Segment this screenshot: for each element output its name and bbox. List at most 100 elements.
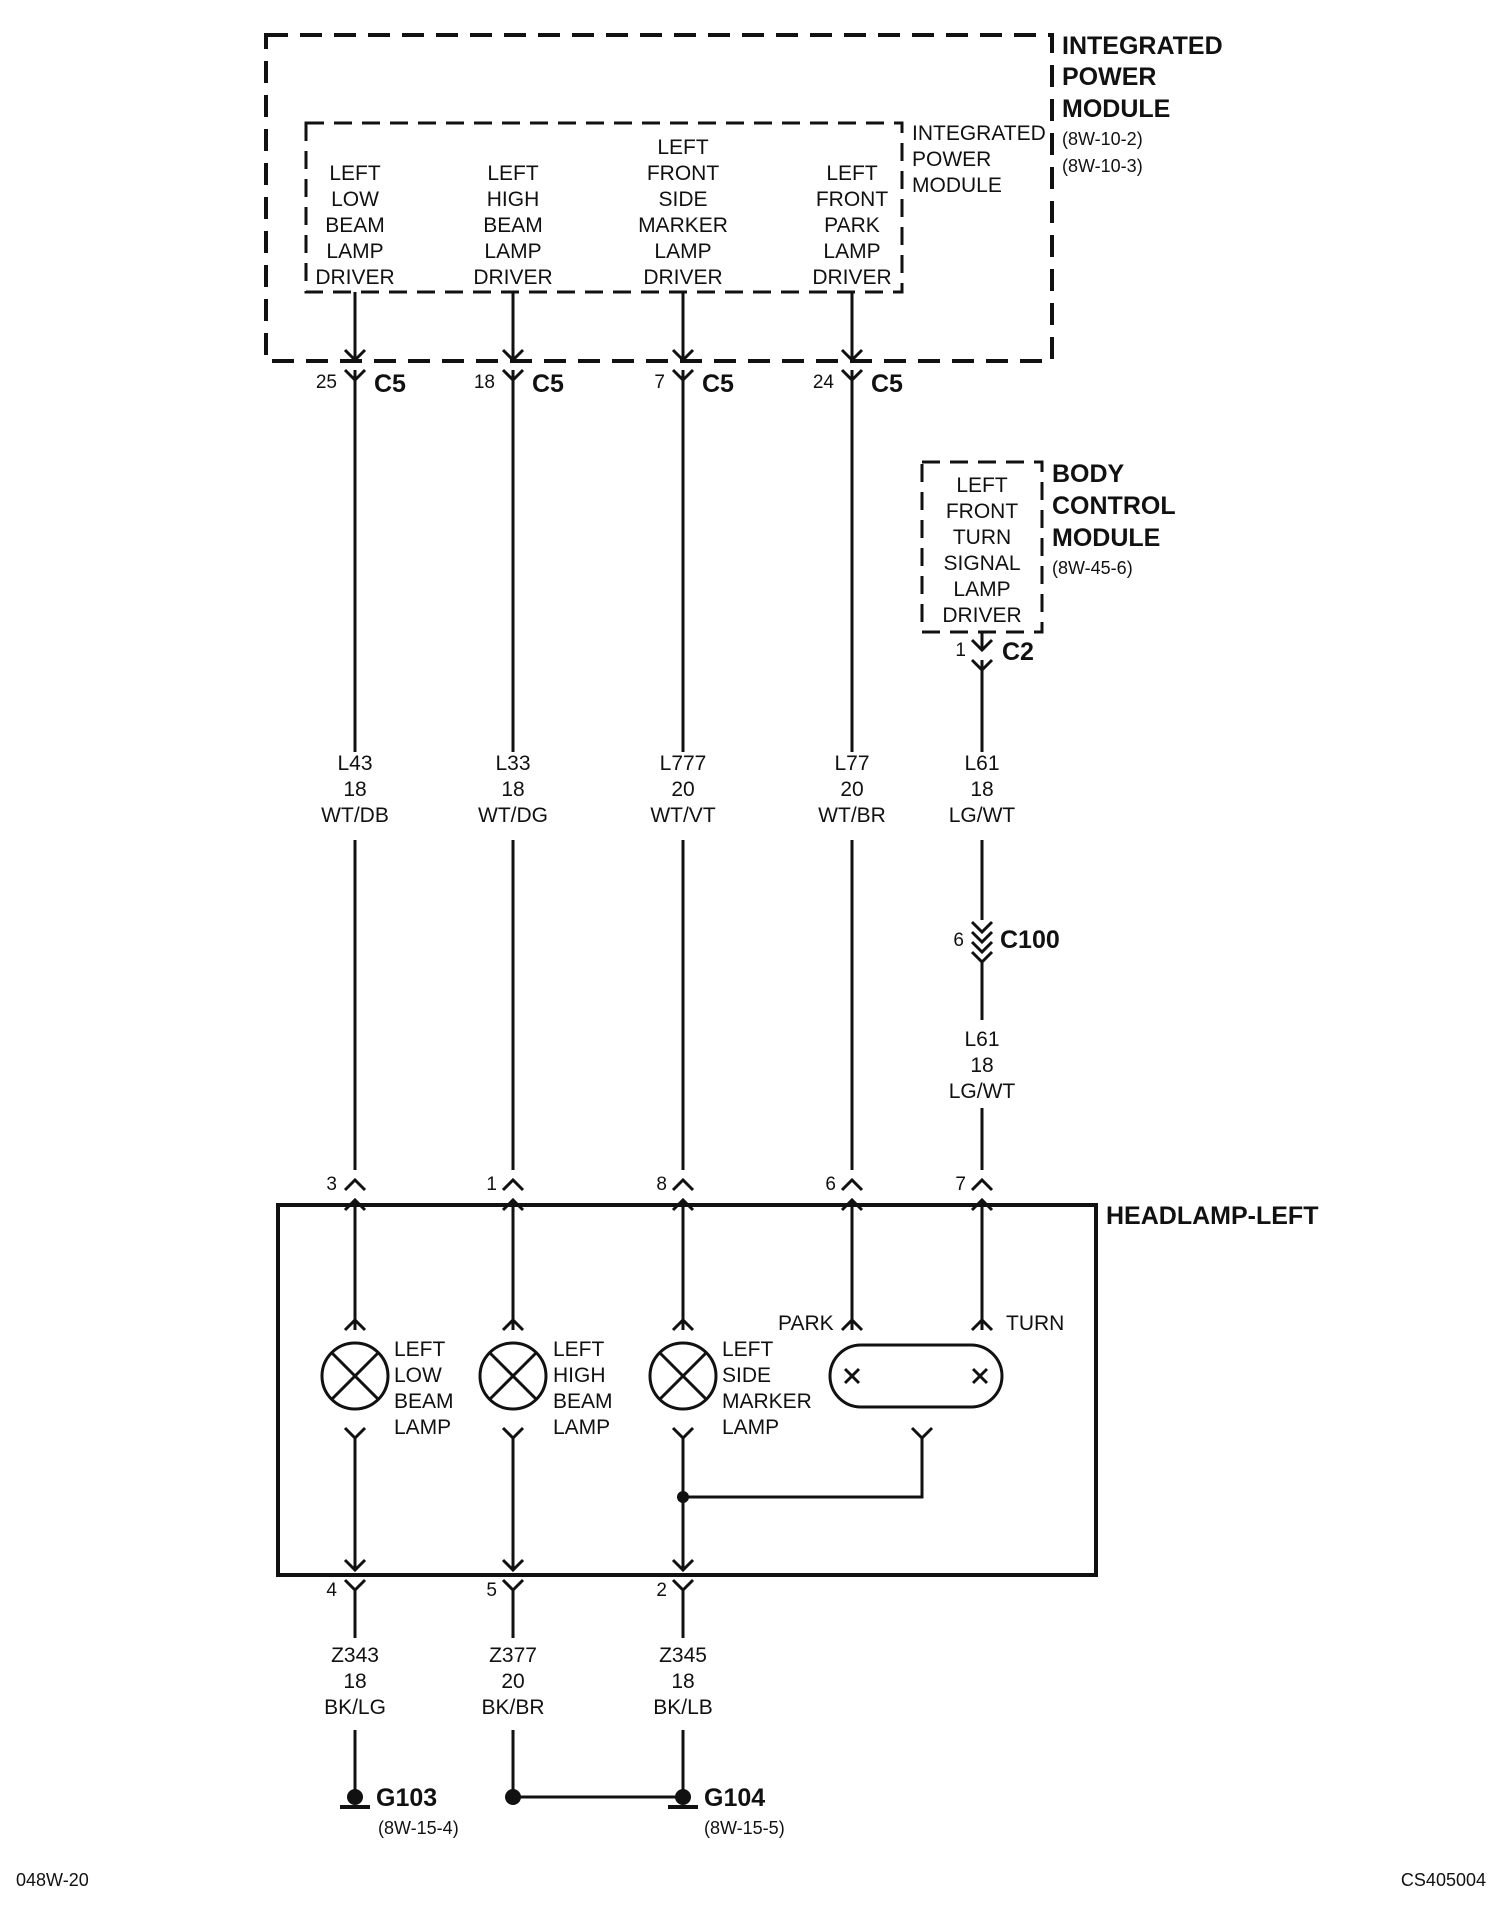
bcm-driver-label: DRIVER [942,604,1021,627]
bcm-driver-label: SIGNAL [943,552,1020,575]
c2-pin-number: 1 [955,640,966,661]
driver-label: BEAM [483,214,543,237]
lamp-label: LEFT [553,1338,605,1361]
driver-label: LEFT [487,162,539,185]
c5-pin-glyph [343,292,367,383]
wire-circuit: L61 [964,1028,999,1051]
ipm-inner-box [304,121,904,294]
c5-pin-number: 18 [474,372,495,393]
driver-side-marker: LEFT FRONT SIDE MARKER LAMP DRIVER [638,136,728,289]
wire-circuit: L777 [660,752,707,775]
c5-connector-label: C5 [532,370,564,398]
ipm-outer-box [264,33,1054,363]
c100-connector-label: C100 [1000,926,1060,954]
wire-gauge: 18 [343,778,366,801]
headlamp-top-pin-number: 3 [326,1174,337,1195]
bcm-driver-label: LEFT [956,474,1008,497]
low-beam-lamp-icon [320,1341,390,1411]
splice-dot [677,1491,689,1503]
wire-labels-upper: L43 18 WT/DB L33 18 WT/DG L777 20 WT/VT … [321,752,1015,827]
headlamp-bottom-pin-number: 4 [326,1580,337,1601]
lamp-label: SIDE [722,1364,771,1387]
driver-label: FRONT [647,162,719,185]
driver-label: DRIVER [812,266,891,289]
driver-label: SIDE [658,188,707,211]
bcm-title-line-2: CONTROL [1052,492,1176,520]
bcm-driver-label: LAMP [953,578,1010,601]
driver-label: BEAM [325,214,385,237]
wire-color: WT/DG [478,804,548,827]
driver-label: LAMP [823,240,880,263]
park-label: PARK [778,1312,834,1335]
driver-label: LAMP [326,240,383,263]
driver-label: HIGH [487,188,540,211]
wire-color: WT/BR [818,804,886,827]
wire-color: LG/WT [949,1080,1016,1103]
ground-wire-color: BK/LG [324,1696,386,1719]
turn-label: TURN [1006,1312,1064,1335]
c5-pin-glyph [501,292,525,383]
driver-label: LAMP [484,240,541,263]
ipm-title-line-2: POWER [1062,63,1156,91]
c5-pin-number: 25 [316,372,337,393]
ground-wire-color: BK/BR [481,1696,544,1719]
wires-upper [353,370,984,1170]
wire-gauge: 18 [970,778,993,801]
footer-left-code: 048W-20 [16,1870,89,1890]
c5-pin-glyph [840,292,864,383]
driver-label: FRONT [816,188,888,211]
headlamp-title: HEADLAMP-LEFT [1106,1202,1318,1230]
headlamp-top-pin-number: 6 [825,1174,836,1195]
ground-g104-ref: (8W-15-5) [704,1818,785,1838]
c5-connector-label: C5 [374,370,406,398]
wire-color: LG/WT [949,804,1016,827]
ipm-ref-1: (8W-10-2) [1062,129,1143,149]
lamp-label: HIGH [553,1364,606,1387]
side-marker-lamp-icon [648,1341,718,1411]
wire-color: WT/DB [321,804,389,827]
headlamp-bottom-pin-number: 5 [486,1580,497,1601]
lamp-label: LAMP [394,1416,451,1439]
driver-high-beam: LEFT HIGH BEAM LAMP DRIVER [473,162,552,289]
c5-pin-glyph [671,292,695,383]
lamp-label: LEFT [722,1338,774,1361]
driver-label: LEFT [329,162,381,185]
bcm-driver-label: FRONT [946,500,1018,523]
c2-connector-label: C2 [1002,638,1034,666]
footer-right-code: CS405004 [1401,1870,1486,1890]
headlamp-top-pin-number: 8 [656,1174,667,1195]
c100-pin-glyph [970,920,994,965]
lamp-label: MARKER [722,1390,812,1413]
wire-gauge: 18 [501,778,524,801]
driver-label: LAMP [654,240,711,263]
driver-label: LEFT [657,136,709,159]
wire-circuit: L61 [964,752,999,775]
wire-gauge: 18 [970,1054,993,1077]
park-turn-lamp-icon [828,1343,1004,1409]
headlamp-bottom-pin-number: 2 [656,1580,667,1601]
headlamp-top-pin-number: 7 [955,1174,966,1195]
wire-circuit: L33 [495,752,530,775]
ipm-inner-title-line-3: MODULE [912,174,1002,197]
ground-wire-color: BK/LB [653,1696,713,1719]
driver-low-beam: LEFT LOW BEAM LAMP DRIVER [315,162,394,289]
ground-wire-gauge: 18 [343,1670,366,1693]
lamp-label: LOW [394,1364,442,1387]
ground-g103-icon [340,1789,370,1809]
driver-label: DRIVER [315,266,394,289]
ipm-ref-2: (8W-10-3) [1062,156,1143,176]
ipm-inner-title-line-2: POWER [912,148,991,171]
ground-g103-label: G103 [376,1784,437,1812]
driver-label: LOW [331,188,379,211]
ground-wires: Z343 18 BK/LG Z377 20 BK/BR Z345 18 BK/L… [324,1590,785,1838]
lamp-label: LEFT [394,1338,446,1361]
ipm-title-line-1: INTEGRATED [1062,32,1223,60]
bcm-driver-label: TURN [953,526,1011,549]
ground-wire-circuit: Z345 [659,1644,707,1667]
driver-label: DRIVER [643,266,722,289]
wire-gauge: 20 [840,778,863,801]
headlamp-left: HEADLAMP-LEFT 3 1 8 6 7 [276,1174,1318,1601]
ground-wire-gauge: 20 [501,1670,524,1693]
lamp-label: LAMP [553,1416,610,1439]
